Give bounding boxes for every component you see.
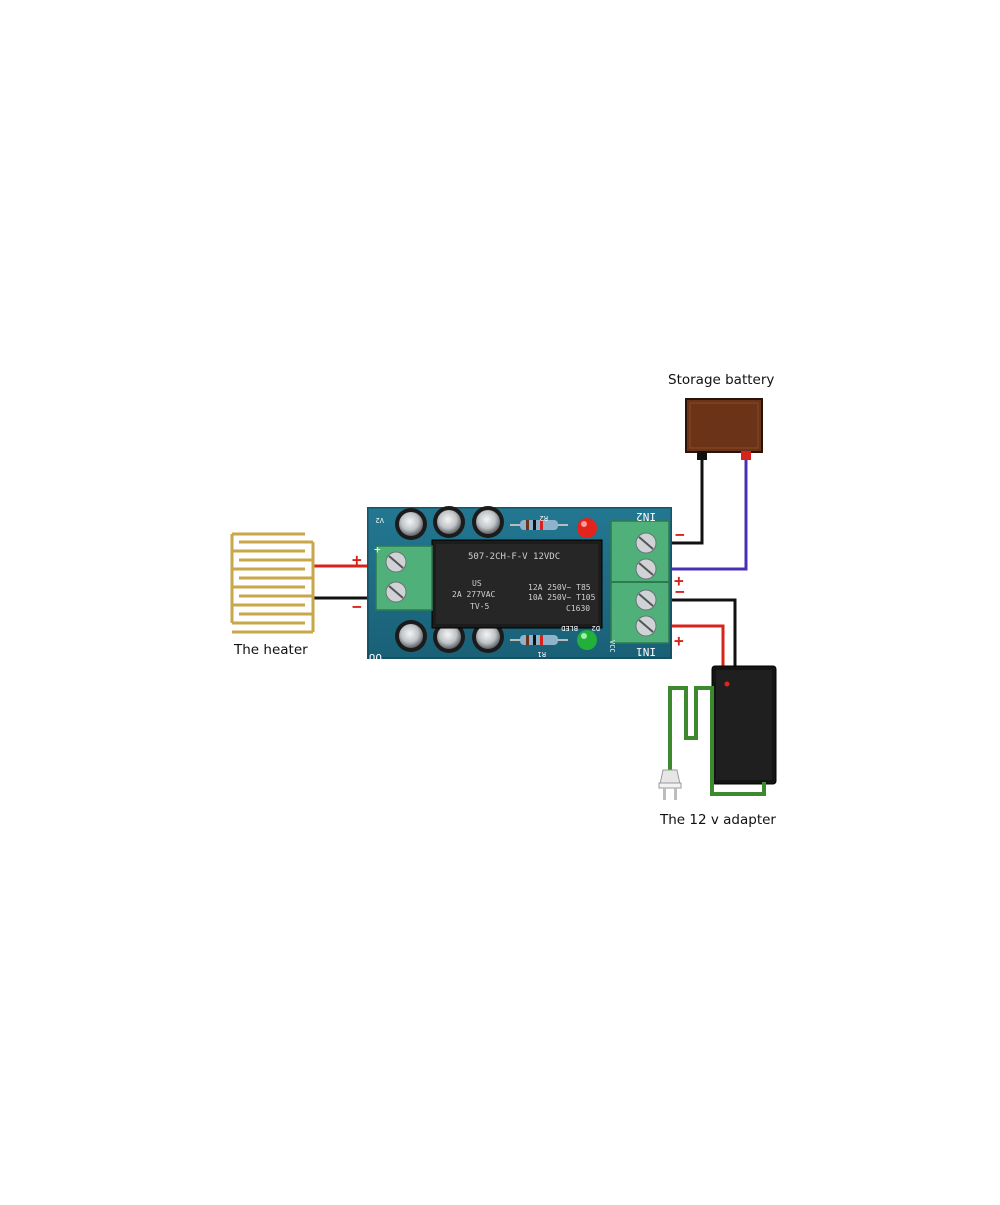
- polarity-heater-minus: −: [352, 597, 362, 616]
- wire-adapter-plus: [668, 624, 725, 668]
- relay-text-code: C1630: [566, 604, 590, 613]
- relay-icon: 507-2CH-F-V 12VDC US 2A 277VAC TV-5 12A …: [431, 539, 603, 629]
- out-terminal-block: [375, 545, 433, 611]
- relay-text-tv: TV-5: [470, 602, 489, 611]
- polarity-adapter-plus: +: [674, 631, 684, 650]
- relay-text-rating1: 2A 277VAC: [452, 590, 496, 599]
- adapter-label: The 12 v adapter: [660, 812, 776, 828]
- wire-battery-minus: [668, 458, 704, 545]
- silk-d2: D2: [592, 624, 600, 632]
- storage-battery-icon: [685, 398, 763, 460]
- capacitor-icon: [395, 506, 504, 540]
- silk-r2: R2: [540, 514, 548, 522]
- polarity-adapter-minus: −: [675, 582, 685, 601]
- storage-battery-label: Storage battery: [668, 372, 775, 388]
- power-adapter-icon: [711, 665, 777, 785]
- silk-out: OUT: [362, 651, 382, 664]
- red-led-icon: [577, 518, 597, 538]
- silk-plus-out: +: [374, 543, 381, 556]
- silk-r1: R1: [538, 650, 546, 658]
- polarity-heater-plus: +: [352, 550, 362, 569]
- polarity-battery-plus: +: [674, 571, 684, 590]
- heater-element-icon: [230, 532, 315, 634]
- heater-label: The heater: [234, 642, 308, 658]
- silk-bled: BLED: [561, 624, 578, 632]
- silk-vcc: VCC: [608, 640, 616, 653]
- relay-text-model: 507-2CH-F-V 12VDC: [468, 552, 560, 562]
- in-terminal-block: [610, 520, 670, 644]
- capacitor-icon: [395, 620, 504, 653]
- polarity-battery-minus: −: [675, 525, 685, 544]
- green-led-icon: [577, 630, 597, 650]
- silk-v2: V2: [376, 516, 384, 524]
- resistor-icon: [510, 520, 568, 645]
- relay-text-rating3: 10A 250V~ T105: [528, 593, 596, 602]
- relay-text-us: US: [472, 579, 482, 588]
- adapter-cable: [668, 686, 766, 796]
- silk-in1: IN1: [636, 645, 656, 658]
- ac-plug-icon: [658, 769, 682, 800]
- relay-text-rating2: 12A 250V~ T85: [528, 583, 591, 592]
- wire-battery-plus: [668, 458, 748, 571]
- silk-in2: IN2: [636, 510, 656, 523]
- wire-adapter-minus: [668, 598, 737, 668]
